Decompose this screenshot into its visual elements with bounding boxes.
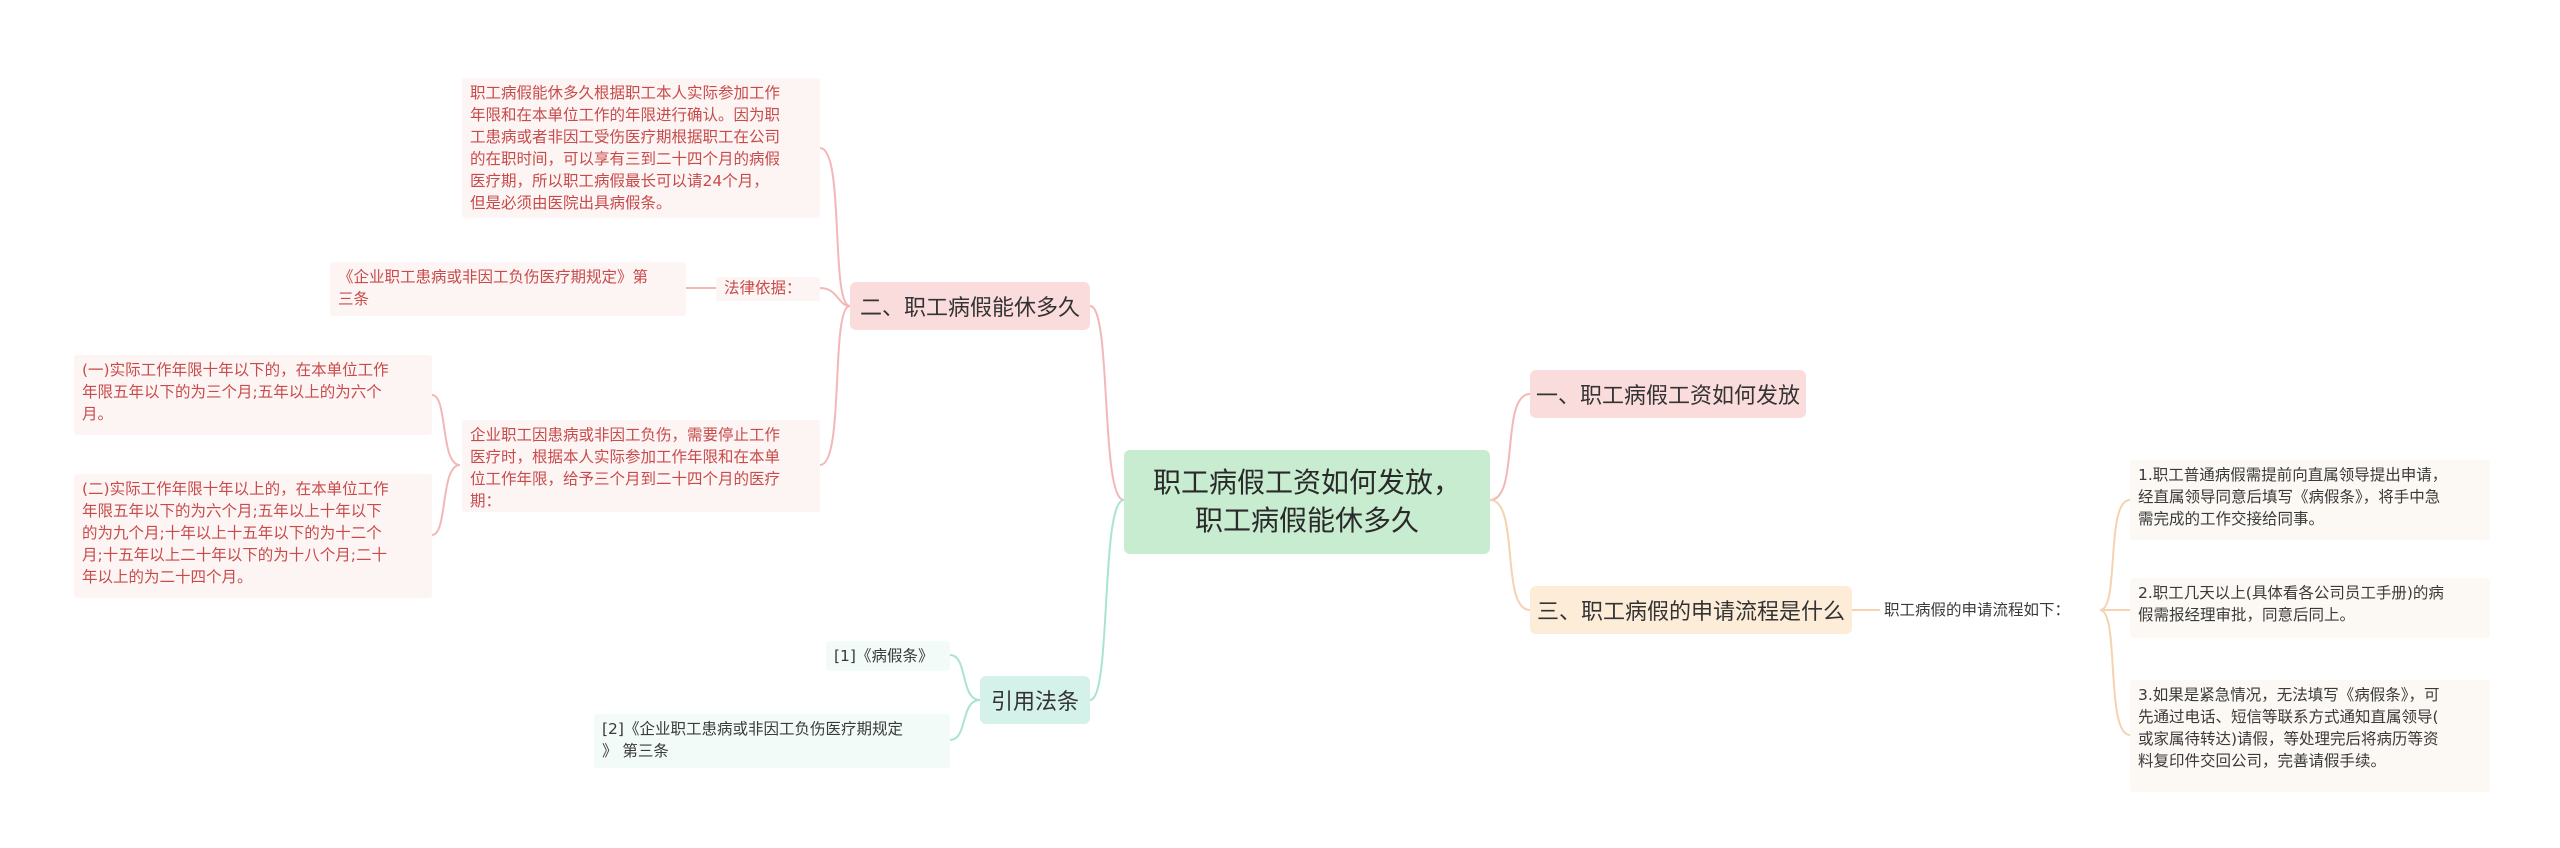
cited-law-2[interactable]: [2]《企业职工患病或非因工负伤医疗期规定 》 第三条 (594, 714, 950, 768)
link-root-b3 (1489, 499, 1531, 611)
legal-basis-label[interactable]: 法律依据： (716, 277, 820, 301)
link-para2-sub1 (431, 394, 461, 466)
sick-leave-explanation[interactable]: 职工病假能休多久根据职工本人实际参加工作 年限和在本单位工作的年限进行确认。因为… (462, 78, 820, 218)
link-cite-item1 (949, 654, 981, 701)
link-root-b1 (1489, 393, 1531, 501)
branch-sick-leave-duration[interactable]: 二、职工病假能休多久 (850, 282, 1090, 330)
medical-period-rule[interactable]: 企业职工因患病或非因工负伤，需要停止工作 医疗时，根据本人实际参加工作年限和在本… (462, 420, 820, 512)
rule-under-ten-years[interactable]: (一)实际工作年限十年以下的，在本单位工作 年限五年以下的为三个月;五年以上的为… (74, 355, 432, 435)
link-b2-para2 (819, 305, 851, 466)
link-sub-step3 (2099, 609, 2131, 736)
legal-basis-text[interactable]: 《企业职工患病或非因工负伤医疗期规定》第 三条 (330, 262, 686, 316)
rule-over-ten-years[interactable]: (二)实际工作年限十年以上的，在本单位工作 年限五年以下的为六个月;五年以上十年… (74, 474, 432, 598)
root-topic[interactable]: 职工病假工资如何发放， 职工病假能休多久 (1124, 450, 1490, 554)
process-step-1[interactable]: 1.职工普通病假需提前向直属领导提出申请， 经直属领导同意后填写《病假条》，将手… (2130, 460, 2490, 540)
process-sub-label[interactable]: 职工病假的申请流程如下： (1884, 599, 2100, 623)
process-step-3[interactable]: 3.如果是紧急情况，无法填写《病假条》，可 先通过电话、短信等联系方式通知直属领… (2130, 680, 2490, 792)
branch-application-process[interactable]: 三、职工病假的申请流程是什么 (1530, 586, 1852, 634)
link-b2-law (819, 287, 851, 307)
link-para2-sub2 (431, 464, 461, 536)
process-step-2[interactable]: 2.职工几天以上(具体看各公司员工手册)的病 假需报经理审批，同意后同上。 (2130, 578, 2490, 638)
cited-law-1[interactable]: [1]《病假条》 (826, 641, 950, 671)
link-root-b2 (1089, 305, 1125, 501)
branch-salary[interactable]: 一、职工病假工资如何发放 (1530, 370, 1806, 418)
link-cite-item2 (949, 699, 981, 741)
link-root-cite (1089, 499, 1125, 701)
branch-cited-laws[interactable]: 引用法条 (980, 676, 1090, 724)
link-b2-para1 (819, 147, 851, 307)
link-sub-step1 (2099, 499, 2131, 611)
